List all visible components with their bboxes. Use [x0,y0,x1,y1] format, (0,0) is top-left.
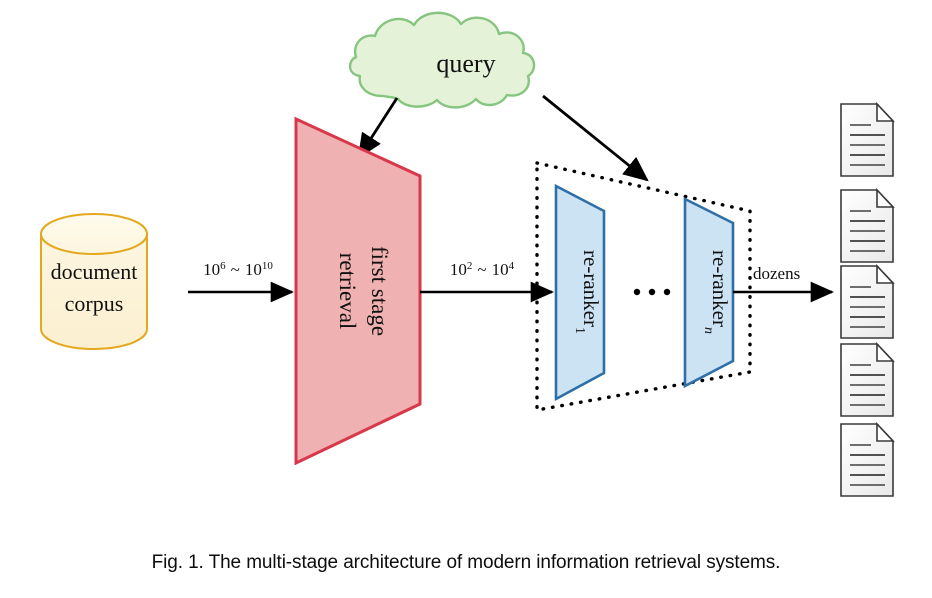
edge-corpus-to-first-stage: 106~1010 [188,260,295,303]
node-reranker-group[interactable] [535,160,752,413]
cylinder-top [40,213,148,255]
document-icon[interactable] [840,341,895,417]
reranker-last-label: re-rankern [702,250,733,334]
reranker-first-label: re-ranker1 [573,250,604,334]
edge-query-to-rerankers [542,94,649,182]
reranker-last-shape [683,196,735,389]
document-icon[interactable] [840,263,895,339]
node-query-cloud[interactable]: query [348,11,536,109]
ellipsis-dot [663,288,671,296]
edge-first-stage-to-rerankers: 102~104 [420,260,555,303]
document-icon[interactable] [840,421,895,497]
reranker-first-shape [554,183,606,402]
reranker-group-border [535,160,752,413]
figure-number: Fig. 1. [151,552,204,573]
corpus-label-line2: corpus [65,291,124,316]
node-first-stage-retrieval[interactable]: first stage retrieval [294,116,422,466]
arrow-line [357,97,399,159]
ellipsis-dot [633,288,641,296]
first-stage-label-line1: first stage [367,246,392,336]
document-icon[interactable] [840,101,895,177]
node-reranker-first[interactable]: re-ranker1 [554,183,606,402]
first-stage-shape [294,116,422,466]
figure-caption-text: The multi-stage architecture of modern i… [208,552,781,573]
edge-label-rerankers: 102~104 [450,260,515,279]
cylinder-body [40,233,148,350]
edge-rerankers-to-results: dozens [733,264,835,303]
ellipsis-dot [648,288,656,296]
edge-query-to-first-stage [357,97,399,159]
figure-caption: Fig. 1. The multi-stage architecture of … [0,552,932,574]
node-document-corpus[interactable]: document corpus [40,213,148,350]
edge-label-dozens: dozens [753,264,800,283]
reranker-ellipsis [633,288,671,296]
node-reranker-last[interactable]: re-rankern [683,196,735,389]
document-icon[interactable] [840,187,895,263]
edge-label-corpus: 106~1010 [203,260,273,279]
arrow-line [542,94,649,182]
cloud-shape [348,11,536,109]
result-document-list [840,101,895,497]
corpus-label-line1: document [51,259,138,284]
first-stage-label-line2: retrieval [335,253,360,330]
query-label: query [436,49,495,78]
